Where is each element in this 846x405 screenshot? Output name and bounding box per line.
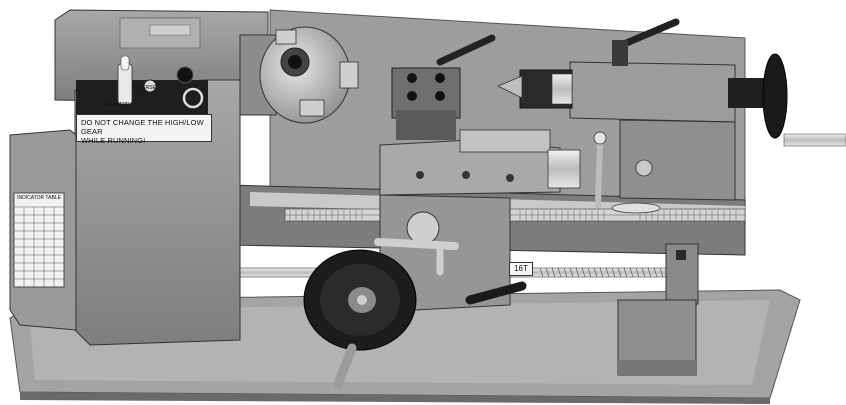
gear-cover — [9, 129, 77, 331]
three-jaw-chuck — [259, 26, 359, 124]
warning-line-2: WHILE RUNNING! — [81, 136, 146, 145]
cross-slide-dial[interactable] — [547, 149, 581, 189]
switch-reverse-label: REVERSE — [132, 85, 157, 91]
warning-line-1: DO NOT CHANGE THE HIGH/LOW GEAR — [81, 118, 204, 136]
tool-post-lever[interactable] — [436, 34, 496, 66]
tailstock — [497, 18, 846, 201]
gear-tooth-tag: 16T — [509, 262, 533, 276]
warning-plate: DO NOT CHANGE THE HIGH/LOW GEAR WHILE RU… — [76, 114, 212, 145]
live-center — [497, 75, 523, 99]
indicator-table-title: INDICATOR TABLE — [17, 195, 61, 201]
speed-dial-icon — [182, 87, 204, 109]
leadscrew-handwheel[interactable] — [303, 249, 417, 389]
tool-post — [391, 34, 496, 140]
indicator-table — [13, 192, 65, 288]
rack-gear — [284, 208, 746, 222]
direction-switch[interactable] — [117, 55, 133, 105]
control-box: REVERSE FORWARD — [74, 55, 241, 346]
tailstock-handwheel[interactable] — [762, 53, 788, 139]
stop-button[interactable] — [143, 79, 157, 93]
switch-forward-label: FORWARD — [104, 102, 130, 108]
cross-slide — [379, 129, 661, 214]
carriage-handwheel-handle[interactable] — [374, 238, 459, 250]
speed-knob[interactable] — [176, 66, 194, 84]
half-nut-lever[interactable] — [465, 281, 527, 305]
tailstock-lock-lever[interactable] — [620, 18, 680, 48]
cross-slide-handle[interactable] — [595, 137, 603, 208]
tailstock-end-bracket — [617, 243, 699, 376]
